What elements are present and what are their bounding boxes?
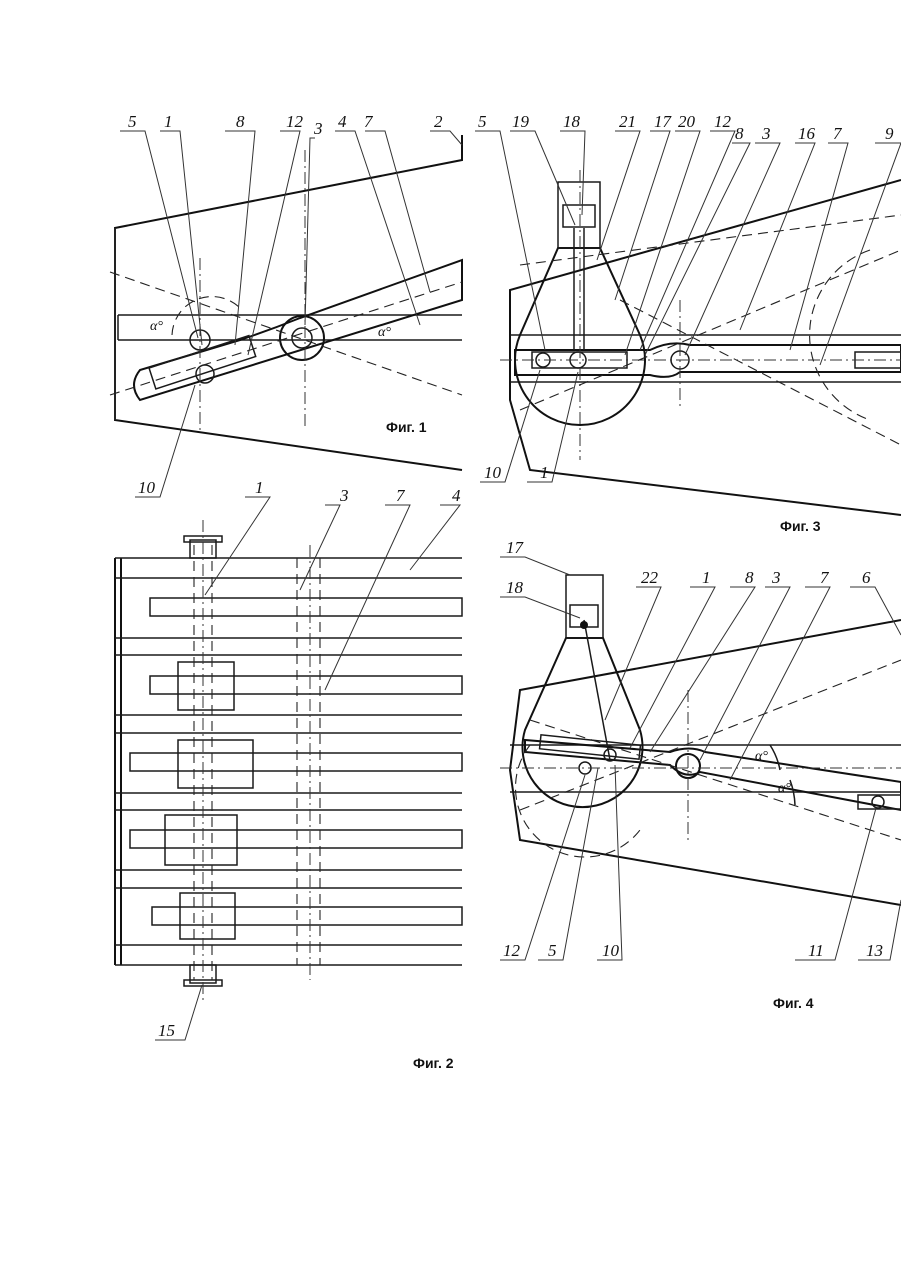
fig1-label-4: 4 — [338, 112, 347, 131]
fig4-angle-lower: α° — [778, 781, 791, 796]
fig3-label-3: 3 — [761, 124, 771, 143]
fig1-label-7: 7 — [364, 112, 374, 131]
fig4-label-12: 12 — [503, 941, 521, 960]
figure-2: 1 3 7 4 15 Фиг. 2 — [115, 478, 462, 1071]
fig1-label-10: 10 — [138, 478, 156, 497]
fig3-label-5: 5 — [478, 112, 487, 131]
fig4-label-8: 8 — [745, 568, 754, 587]
fig3-label-7: 7 — [833, 124, 843, 143]
fig1-angle-right: α° — [378, 325, 391, 340]
fig3-label-21: 21 — [619, 112, 636, 131]
fig4-caption: Фиг. 4 — [773, 995, 814, 1011]
fig4-label-3: 3 — [771, 568, 781, 587]
fig1-label-8: 8 — [236, 112, 245, 131]
fig3-label-17: 17 — [654, 112, 673, 131]
fig4-label-17: 17 — [506, 538, 525, 557]
fig4-angle-upper: α° — [755, 749, 768, 764]
fig3-label-1: 1 — [540, 463, 549, 482]
fig2-label-15: 15 — [158, 1021, 175, 1040]
fig3-label-19: 19 — [512, 112, 530, 131]
fig1-label-5: 5 — [128, 112, 137, 131]
fig3-caption: Фиг. 3 — [780, 518, 821, 534]
fig2-label-1: 1 — [255, 478, 264, 497]
fig2-label-3: 3 — [339, 486, 349, 505]
fig4-label-6: 6 — [862, 568, 871, 587]
fig2-caption: Фиг. 2 — [413, 1055, 454, 1071]
figure-4: 17 18 22 1 8 3 7 6 12 5 10 11 13 α° α° Ф… — [500, 538, 901, 1011]
fig3-label-8: 8 — [735, 124, 744, 143]
fig1-label-1: 1 — [164, 112, 173, 131]
fig4-label-10: 10 — [602, 941, 620, 960]
fig3-label-12: 12 — [714, 112, 732, 131]
fig1-caption: Фиг. 1 — [386, 419, 427, 435]
fig2-label-4: 4 — [452, 486, 461, 505]
fig4-label-5: 5 — [548, 941, 557, 960]
fig4-label-11: 11 — [808, 941, 824, 960]
fig4-label-1: 1 — [702, 568, 711, 587]
fig4-label-22: 22 — [641, 568, 659, 587]
fig4-label-13: 13 — [866, 941, 883, 960]
fig3-label-10: 10 — [484, 463, 502, 482]
fig4-label-7: 7 — [820, 568, 830, 587]
fig1-label-2: 2 — [434, 112, 443, 131]
fig4-label-18: 18 — [506, 578, 524, 597]
fig3-label-20: 20 — [678, 112, 696, 131]
fig3-label-18: 18 — [563, 112, 581, 131]
fig3-label-16: 16 — [798, 124, 816, 143]
fig3-label-9: 9 — [885, 124, 894, 143]
figure-3: 5 19 18 21 17 20 12 8 3 16 7 9 10 1 Фиг.… — [475, 112, 901, 534]
fig1-label-12: 12 — [286, 112, 304, 131]
figure-1: 5 1 8 12 3 4 7 2 10 α° α° Фиг. 1 — [110, 112, 462, 497]
fig1-angle-left: α° — [150, 319, 163, 334]
fig2-label-7: 7 — [396, 486, 406, 505]
fig1-label-3: 3 — [313, 119, 323, 138]
